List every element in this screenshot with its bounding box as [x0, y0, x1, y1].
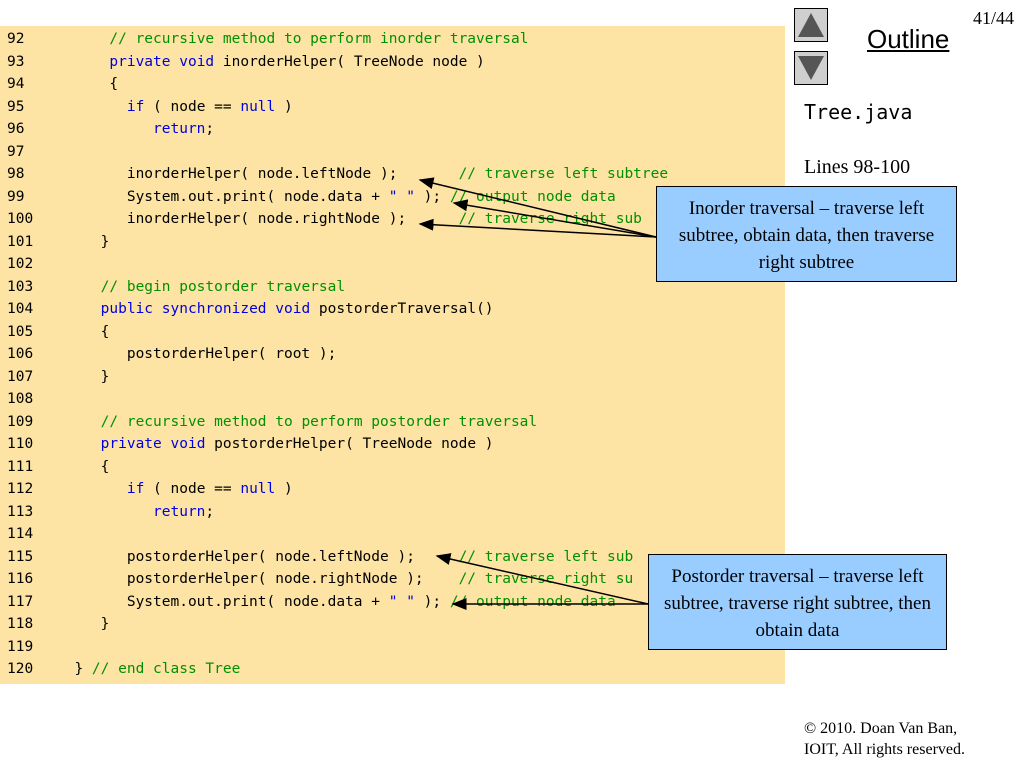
triangle-down-icon — [798, 56, 824, 80]
line-number: 98 — [7, 166, 25, 182]
postorder-callout: Postorder traversal – traverse left subt… — [648, 554, 947, 650]
code-line: 96 return; — [0, 118, 785, 141]
line-number: 116 — [7, 571, 34, 587]
line-number: 115 — [7, 548, 34, 565]
code-line: 93 private void inorderHelper( TreeNode … — [0, 51, 785, 74]
code-text: return; — [153, 503, 215, 520]
line-number: 105 — [7, 323, 34, 340]
code-text: private void postorderHelper( TreeNode n… — [100, 436, 494, 452]
line-number: 112 — [7, 481, 34, 497]
code-line: 118 } — [0, 613, 785, 636]
line-number: 109 — [7, 413, 34, 430]
line-number: 119 — [7, 638, 34, 655]
code-text: return; — [153, 121, 215, 137]
code-text: public synchronized void postorderTraver… — [100, 301, 494, 317]
code-line: 108 — [0, 388, 785, 411]
code-line: 103 // begin postorder traversal — [0, 276, 785, 299]
code-text: inorderHelper( node.rightNode ); // trav… — [57, 211, 642, 227]
next-slide-button[interactable] — [794, 51, 828, 85]
line-number: 104 — [7, 301, 34, 317]
copyright-notice: © 2010. Doan Van Ban, IOIT, All rights r… — [804, 718, 965, 760]
code-line: 112 if ( node == null ) — [0, 478, 785, 501]
code-text: // recursive method to perform postorder… — [100, 413, 538, 430]
code-line: 104 public synchronized void postorderTr… — [0, 298, 785, 321]
line-number: 103 — [7, 278, 34, 295]
code-text: } — [57, 368, 110, 385]
line-number: 92 — [7, 31, 25, 47]
code-text: postorderHelper( node.leftNode ); // tra… — [57, 548, 634, 565]
code-line: 102 — [0, 253, 785, 276]
line-number: 102 — [7, 256, 34, 272]
lines-reference: Lines 98-100 — [804, 156, 911, 178]
code-text: System.out.print( node.data + " " ); // … — [57, 593, 616, 610]
code-text: // recursive method to perform inorder t… — [109, 31, 529, 47]
line-number: 94 — [7, 76, 25, 92]
code-line: 97 — [0, 141, 785, 164]
code-text: if ( node == null ) — [126, 98, 293, 115]
previous-slide-button[interactable] — [794, 8, 828, 42]
line-number: 106 — [7, 346, 34, 362]
code-line: 107 } — [0, 366, 785, 389]
code-text: postorderHelper( root ); — [57, 346, 337, 362]
triangle-up-icon — [798, 13, 824, 37]
code-text: { — [57, 323, 110, 340]
code-line: 94 { — [0, 73, 785, 96]
code-line: 119 — [0, 636, 785, 659]
copyright-line-1: © 2010. Doan Van Ban, — [804, 720, 958, 737]
code-text: } // end class Tree — [57, 661, 241, 677]
line-number: 99 — [7, 188, 25, 205]
code-text: postorderHelper( node.rightNode ); // tr… — [57, 571, 634, 587]
line-number: 100 — [7, 211, 34, 227]
line-number: 95 — [7, 98, 25, 115]
code-line: 110 private void postorderHelper( TreeNo… — [0, 433, 785, 456]
code-line: 111 { — [0, 456, 785, 479]
line-number: 110 — [7, 436, 34, 452]
line-number: 101 — [7, 233, 34, 250]
code-line: 95 if ( node == null ) — [0, 96, 785, 119]
code-text: { — [57, 458, 110, 475]
code-text: inorderHelper( node.leftNode ); // trave… — [57, 166, 669, 182]
code-line: 120 } // end class Tree — [0, 658, 785, 681]
line-number: 96 — [7, 121, 25, 137]
code-line: 101 } — [0, 231, 785, 254]
code-line: 114 — [0, 523, 785, 546]
code-text: if ( node == null ) — [126, 481, 293, 497]
line-number: 111 — [7, 458, 34, 475]
line-number: 113 — [7, 503, 34, 520]
code-line: 106 postorderHelper( root ); — [0, 343, 785, 366]
line-number: 108 — [7, 391, 34, 407]
line-number: 120 — [7, 661, 34, 677]
code-text: } — [57, 233, 110, 250]
line-number: 93 — [7, 53, 25, 70]
code-text: // begin postorder traversal — [100, 278, 346, 295]
line-number: 117 — [7, 593, 34, 610]
copyright-line-2: IOIT, All rights reserved. — [804, 741, 965, 758]
line-number: 107 — [7, 368, 34, 385]
inorder-callout: Inorder traversal – traverse left subtre… — [656, 186, 957, 282]
code-text: } — [57, 616, 110, 632]
line-number: 114 — [7, 526, 34, 542]
code-line: 113 return; — [0, 501, 785, 524]
file-name: Tree.java — [804, 100, 913, 124]
page-number: 41/44 — [972, 8, 1014, 28]
code-line: 92 // recursive method to perform inorde… — [0, 28, 785, 51]
outline-link[interactable]: Outline — [867, 24, 950, 54]
code-text: private void inorderHelper( TreeNode nod… — [109, 53, 485, 70]
code-line: 109 // recursive method to perform posto… — [0, 411, 785, 434]
code-line: 105 { — [0, 321, 785, 344]
line-number: 118 — [7, 616, 34, 632]
code-line: 98 inorderHelper( node.leftNode ); // tr… — [0, 163, 785, 186]
code-text: { — [57, 76, 119, 92]
line-number: 97 — [7, 143, 25, 160]
code-text: System.out.print( node.data + " " ); // … — [57, 188, 616, 205]
